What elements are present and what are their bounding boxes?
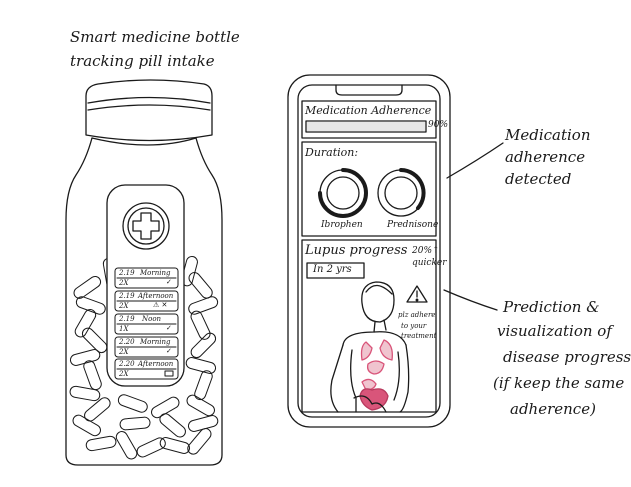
- progress-title: Lupus progress: [305, 243, 407, 258]
- log-count: 2X: [119, 302, 128, 310]
- log-count: 1X: [119, 325, 128, 333]
- log-date: 2.20: [119, 360, 135, 368]
- bottle-cap: [86, 80, 212, 141]
- prediction-annotation-line5: adherence): [510, 398, 596, 420]
- log-period: Afternoon: [138, 360, 173, 368]
- adherence-arrow-line: [447, 143, 503, 178]
- log-count: 2X: [119, 370, 128, 378]
- adherence-annotation-line3: detected: [505, 168, 571, 190]
- warning-text-line1: plz adhere: [398, 311, 435, 319]
- prediction-arrow-line: [444, 290, 497, 310]
- adherence-annotation-line2: adherence: [505, 146, 585, 168]
- phone-notch: [336, 85, 402, 95]
- log-period: Morning: [140, 269, 170, 277]
- drug2-label: Prednisone: [387, 220, 438, 230]
- warning-text-line3: treatment: [401, 332, 436, 340]
- log-status: ✓: [166, 324, 172, 332]
- drug1-label: Ibrophen: [321, 220, 363, 230]
- log-date: 2.19: [119, 315, 135, 323]
- prediction-annotation-line3: disease progress: [503, 346, 631, 368]
- bottle-caption-line1: Smart medicine bottle: [70, 26, 240, 48]
- duration-label: Duration:: [305, 146, 358, 159]
- log-status: ✓: [166, 278, 172, 286]
- log-status: ✓: [166, 347, 172, 355]
- prediction-annotation-line4: (if keep the same: [493, 372, 624, 394]
- log-status: ⚠ ✕: [153, 301, 167, 309]
- range-select-value[interactable]: In 2 yrs: [313, 264, 352, 275]
- ibrophen-ring: [320, 170, 366, 216]
- warning-icon: [407, 286, 427, 302]
- log-count: 2X: [119, 348, 128, 356]
- log-date: 2.19: [119, 269, 135, 277]
- log-date: 2.19: [119, 292, 135, 300]
- adherence-value: 90%: [428, 120, 448, 130]
- prediction-annotation-line2: visualization of: [497, 320, 612, 342]
- prednisone-ring: [378, 170, 424, 216]
- speed-value: 20%↑: [412, 246, 440, 256]
- bottle-caption-line2: tracking pill intake: [70, 50, 215, 72]
- adherence-annotation-line1: Medication: [505, 124, 591, 146]
- speed-label: quicker: [412, 258, 447, 268]
- adherence-title: Medication Adherence: [305, 104, 431, 117]
- organs: [354, 340, 392, 412]
- log-period: Noon: [142, 315, 161, 323]
- log-date: 2.20: [119, 338, 135, 346]
- log-period: Afternoon: [138, 292, 173, 300]
- log-period: Morning: [140, 338, 170, 346]
- log-count: 2X: [119, 279, 128, 287]
- warning-text-line2: to your: [401, 322, 426, 330]
- prediction-annotation-line1: Prediction &: [503, 296, 600, 318]
- adherence-progress-fill: [307, 122, 425, 131]
